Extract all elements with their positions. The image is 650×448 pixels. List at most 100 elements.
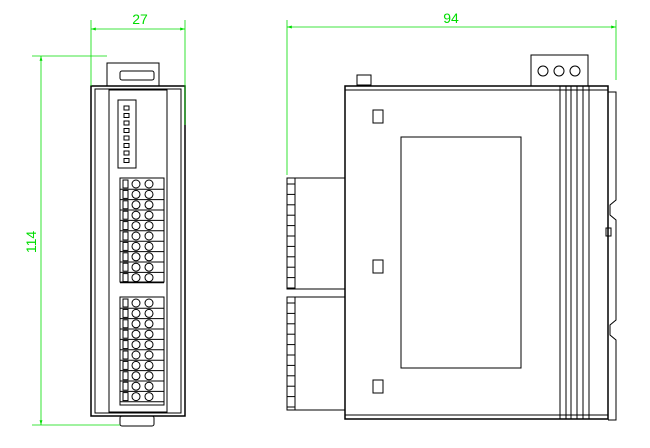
terminal-clip [122, 319, 129, 329]
terminal-screw [144, 252, 154, 262]
terminal-screw [131, 273, 141, 283]
terminal-screw [131, 252, 141, 262]
terminal-screw [144, 262, 154, 272]
terminal-clip [122, 381, 129, 391]
terminal-screw [144, 329, 154, 339]
terminal-screw [131, 231, 141, 241]
side-body [344, 85, 609, 420]
side-view [286, 54, 617, 421]
front-top-clip [106, 62, 160, 87]
side-window-top [372, 109, 384, 124]
terminal-clip [122, 392, 129, 402]
terminal-screw [144, 273, 154, 283]
terminal-screw [131, 340, 141, 350]
terminal-screw [131, 392, 141, 402]
terminal-screw [131, 241, 141, 251]
terminal-screw [131, 371, 141, 381]
terminal-screw [131, 381, 141, 391]
side-top-tab [356, 74, 372, 86]
front-top-clip-slot [119, 70, 155, 81]
terminal-clip [122, 360, 129, 370]
terminal-clip [122, 221, 129, 231]
led-indicator [123, 105, 130, 111]
front-body-inner [94, 88, 182, 414]
terminal-clip [122, 298, 129, 308]
led-indicator [123, 135, 130, 141]
terminal-screw [144, 340, 154, 350]
side-window-middle [372, 259, 384, 274]
led-indicator [123, 143, 130, 148]
dim-label-width-front: 27 [132, 11, 148, 27]
terminal-screw [144, 371, 154, 381]
front-bottom-clip [119, 415, 155, 427]
terminal-screw [144, 231, 154, 241]
terminal-screw [144, 221, 154, 231]
side-terminal-ridges [287, 178, 296, 410]
terminal-clip [122, 231, 129, 241]
side-top-connector [530, 54, 589, 87]
dim-label-height: 114 [23, 231, 39, 254]
terminal-screw [131, 319, 141, 329]
terminal-screw [144, 200, 154, 210]
terminal-block-lower [119, 296, 165, 406]
terminal-screw [131, 350, 141, 360]
led-indicator [123, 120, 130, 126]
connector-hole-2 [553, 65, 565, 77]
side-din-clip [608, 91, 617, 421]
terminal-screw [144, 210, 154, 220]
terminal-screw [144, 381, 154, 391]
terminal-clip [122, 273, 129, 283]
terminal-block-upper [119, 177, 165, 283]
dim-label-width-side: 94 [443, 10, 459, 26]
terminal-clip [122, 350, 129, 360]
led-indicator [123, 113, 130, 118]
terminal-screw [144, 298, 154, 308]
terminal-clip [122, 252, 129, 262]
terminal-screw [144, 308, 154, 318]
terminal-screw [144, 241, 154, 251]
terminal-screw [144, 319, 154, 329]
terminal-screw [131, 179, 141, 189]
connector-hole-3 [569, 65, 581, 77]
side-terminal-upper [286, 177, 346, 290]
terminal-screws-lower [120, 298, 164, 403]
terminal-screw [144, 392, 154, 402]
terminal-clip [122, 262, 129, 272]
front-led-window [117, 99, 137, 169]
terminal-screws-upper [120, 179, 164, 284]
led-indicator [123, 158, 130, 163]
terminal-screw [131, 221, 141, 231]
led-indicator [123, 128, 130, 133]
terminal-screw [144, 350, 154, 360]
terminal-screw [131, 189, 141, 199]
front-center-panel [108, 89, 168, 413]
terminal-clip [122, 241, 129, 251]
terminal-screw [131, 210, 141, 220]
terminal-screw [144, 179, 154, 189]
terminal-clip [122, 189, 129, 199]
terminal-screw [131, 200, 141, 210]
terminal-screw [131, 298, 141, 308]
terminal-screw [131, 360, 141, 370]
front-body [90, 85, 186, 417]
dimension-lines [32, 20, 617, 426]
side-terminal-lower [286, 296, 346, 411]
side-label-area [400, 136, 522, 369]
terminal-screw [144, 360, 154, 370]
terminal-clip [122, 200, 129, 210]
side-window-bottom [372, 379, 384, 394]
terminal-clip [122, 340, 129, 350]
terminal-clip [122, 329, 129, 339]
terminal-clip [122, 308, 129, 318]
front-view [90, 62, 186, 427]
terminal-screw [131, 308, 141, 318]
side-din-notch [605, 227, 612, 237]
terminal-screw [144, 189, 154, 199]
connector-hole-1 [537, 65, 549, 77]
led-indicators [123, 105, 130, 163]
terminal-clip [122, 371, 129, 381]
terminal-screw [131, 262, 141, 272]
terminal-clip [122, 210, 129, 220]
terminal-screw [131, 329, 141, 339]
